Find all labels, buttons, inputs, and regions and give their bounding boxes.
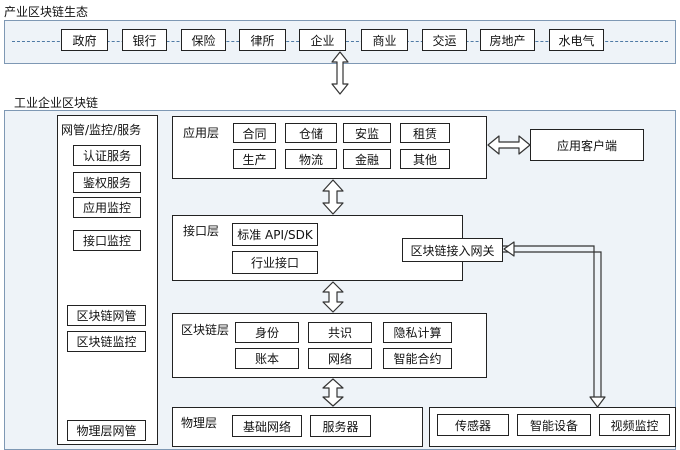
blockchain-item: 身份 [235,322,299,343]
side-service: 认证服务 [73,145,141,166]
side-service: 应用监控 [73,197,141,218]
application-item: 金融 [343,149,391,169]
connector-arrows [322,51,606,408]
side-service: 区块链监控 [67,331,146,352]
device-item: 智能设备 [517,414,591,436]
management-column-title: 网管/监控/服务 [61,123,142,137]
application-item: 合同 [233,123,276,143]
blockchain-gateway: 区块链接入网关 [402,238,503,262]
interface-layer-label: 接口层 [183,224,220,238]
interface-item: 标准 API/SDK [232,223,318,246]
industry-item: 保险 [181,29,226,51]
application-item: 生产 [233,149,276,169]
application-item: 租赁 [400,123,450,143]
industry-item: 商业 [361,29,408,51]
blockchain-layer-label: 区块链层 [181,323,230,337]
side-service: 鉴权服务 [73,172,141,193]
industry-item: 交运 [422,29,467,51]
industry-item: 律所 [239,29,286,51]
vertical-double-arrow-icon [322,281,344,313]
physical-layer-label: 物理层 [181,416,218,430]
vertical-double-arrow-icon [331,51,349,95]
device-item: 传感器 [437,414,509,436]
blockchain-item: 共识 [308,322,372,343]
blockchain-item: 账本 [235,348,299,369]
side-service: 区块链网管 [67,305,146,326]
application-item: 物流 [285,149,337,169]
physical-item: 服务器 [310,415,371,437]
industry-item: 房地产 [480,29,535,51]
application-item: 其他 [400,149,450,169]
industry-item: 企业 [299,29,346,51]
management-column [57,115,158,445]
device-item: 视频监控 [599,414,670,436]
interface-item: 行业接口 [232,251,318,274]
enterprise-title: 工业企业区块链 [14,96,99,110]
application-item: 安监 [343,123,391,143]
arrow-head-left-icon [503,241,515,257]
physical-item: 基础网络 [232,415,302,437]
industry-item: 政府 [61,29,108,51]
elbow-arrow-icon [503,245,602,401]
blockchain-item: 隐私计算 [383,322,452,343]
industry-title: 产业区块链生态 [4,5,89,19]
blockchain-item: 网络 [308,348,372,369]
application-item: 仓储 [285,123,337,143]
industry-item: 银行 [122,29,167,51]
application-layer-label: 应用层 [183,126,220,140]
blockchain-item: 智能合约 [383,348,452,369]
application-client: 应用客户端 [530,129,644,161]
industry-item: 水电气 [549,29,604,51]
vertical-double-arrow-icon [322,378,344,407]
horizontal-double-arrow-icon [487,135,531,155]
side-service: 接口监控 [73,230,141,251]
arrow-head-down-icon [589,396,606,408]
vertical-double-arrow-icon [322,179,344,215]
